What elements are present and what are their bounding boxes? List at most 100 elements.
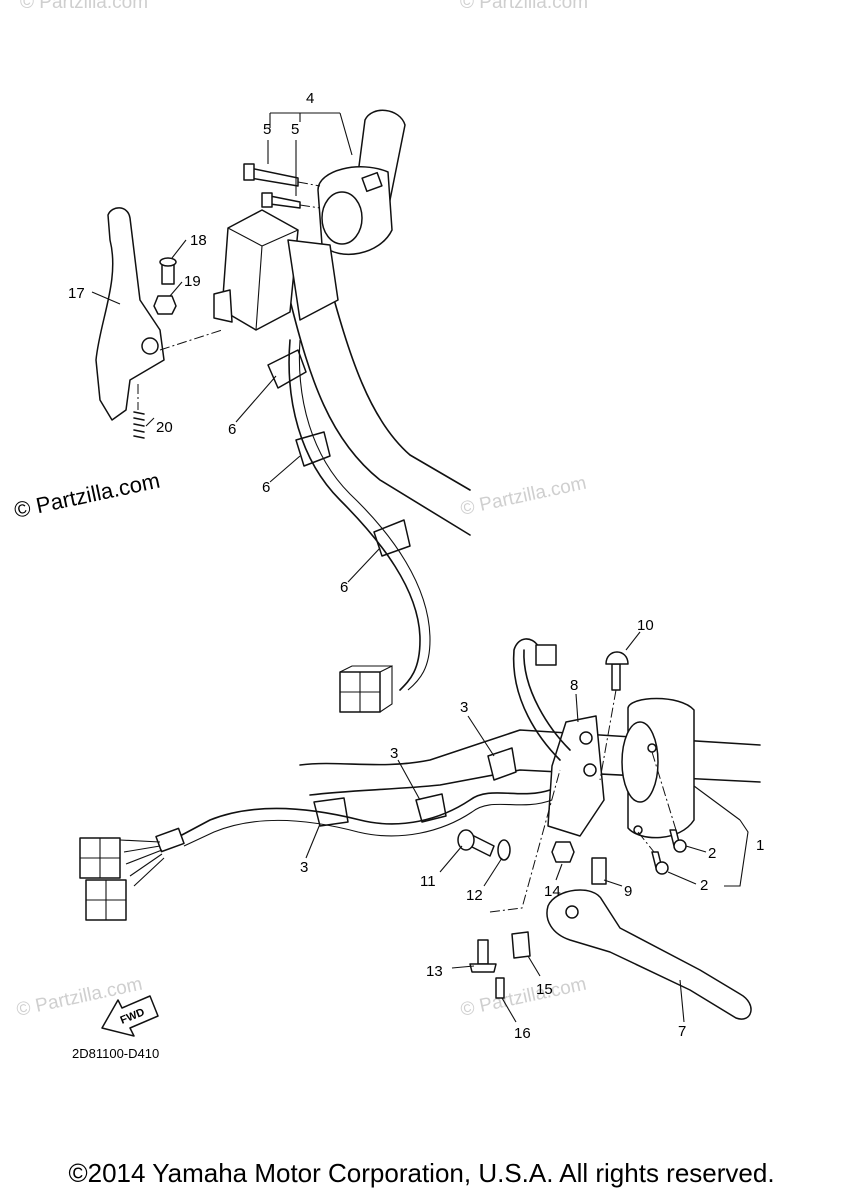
bolt-11-head <box>457 829 475 851</box>
cable-clamp-6a <box>267 349 307 389</box>
connector-upper <box>339 665 393 713</box>
lever-bracket-tab <box>213 289 233 323</box>
drawing-code: 2D81100-D410 <box>72 1046 159 1061</box>
nut-14 <box>551 841 575 863</box>
screw-5b <box>269 195 301 209</box>
leader-2b <box>667 871 697 885</box>
wire-harness-lower-edge <box>183 799 553 847</box>
leader-12 <box>483 857 503 887</box>
connector-lower-a <box>79 837 121 879</box>
leader-6a <box>235 375 277 423</box>
leader-3c <box>305 823 321 859</box>
upper-assembly <box>95 109 471 713</box>
handlebar-tube-upper-edge <box>325 269 471 491</box>
clutch-lever-17 <box>95 207 165 421</box>
nut-19 <box>153 295 177 315</box>
collar-9 <box>591 857 607 885</box>
brake-switch-wire <box>512 638 561 761</box>
screw-5b-axis <box>299 204 321 209</box>
connector-lower-b <box>85 879 127 921</box>
callout-7: 7 <box>678 1023 686 1040</box>
brake-lever-pivot <box>565 905 579 919</box>
cable-clamp-6b <box>295 431 331 467</box>
handlebar-tube-upper <box>289 299 471 536</box>
callout-6b: 6 <box>262 479 270 496</box>
callout-16: 16 <box>514 1025 531 1042</box>
watermark-mid-right: © Partzilla.com <box>459 473 589 520</box>
leader-17 <box>91 291 121 305</box>
callout-20: 20 <box>156 419 173 436</box>
leader-3b <box>397 759 421 801</box>
callout-5a: 5 <box>263 121 271 138</box>
leader-10 <box>625 631 641 651</box>
wire-harness-upper <box>288 339 421 691</box>
watermark-primary: © Partzilla.com <box>12 468 162 523</box>
brake-switch-wire-b <box>523 649 571 751</box>
leader-7 <box>679 979 685 1023</box>
screw-5a <box>249 167 299 187</box>
leader-15 <box>527 955 541 977</box>
spring-20 <box>133 411 145 439</box>
screw-2b-axis <box>637 831 655 853</box>
switch-housing-bore <box>321 191 363 245</box>
switch-housing-right-bore <box>621 721 659 803</box>
wire-harness-lower <box>179 789 551 837</box>
callout-14: 14 <box>544 883 561 900</box>
lever-axis <box>159 329 223 351</box>
callout-2a: 2 <box>708 845 716 862</box>
bolt-13-head <box>469 963 497 973</box>
cable-clamp-3a <box>487 747 517 781</box>
watermark-bottom-right: © Partzilla.com <box>459 974 589 1021</box>
screw-2a-head <box>673 839 687 853</box>
callout-19: 19 <box>184 273 201 290</box>
bolt-10-head <box>605 651 629 665</box>
lower-assembly: FWD <box>79 638 761 1037</box>
master-cylinder-port-b <box>583 763 597 777</box>
switch-button <box>361 171 383 193</box>
leader-13 <box>451 965 475 969</box>
handlebar-tube-lower <box>299 729 761 766</box>
callout-5b: 5 <box>291 121 299 138</box>
callout-1: 1 <box>756 837 764 854</box>
callout-3a: 3 <box>460 699 468 716</box>
callout-4: 4 <box>306 90 314 107</box>
leader-2a <box>685 845 707 853</box>
master-cylinder-port <box>579 731 593 745</box>
callout-6a: 6 <box>228 421 236 438</box>
callout-9: 9 <box>624 883 632 900</box>
lever-pivot-hole <box>141 337 159 355</box>
wire-harness-upper-edge <box>298 339 431 691</box>
copyright-footer: ©2014 Yamaha Motor Corporation, U.S.A. A… <box>68 1158 775 1188</box>
leader-18 <box>171 239 187 259</box>
screw-2b-head <box>655 861 669 875</box>
screw-2a-axis <box>651 751 677 831</box>
fwd-arrow-icon: FWD <box>101 995 159 1037</box>
lever-bracket-clamp <box>287 239 339 321</box>
brake-lever-7 <box>546 889 752 1020</box>
cable-clamp-3c <box>313 797 349 827</box>
leader-9 <box>603 879 623 887</box>
leader-16 <box>501 997 517 1023</box>
screw-16 <box>495 977 505 999</box>
callout-17: 17 <box>68 285 85 302</box>
pivot-axis <box>489 769 561 913</box>
callout-8: 8 <box>570 677 578 694</box>
leader-19 <box>169 281 183 297</box>
switch-housing-screw-hole-a <box>647 743 657 753</box>
wire-sleeve <box>155 827 185 853</box>
leader-6c <box>347 547 381 583</box>
leader-3a <box>467 715 495 757</box>
leader-11 <box>439 845 463 873</box>
callout-3c: 3 <box>300 859 308 876</box>
brake-switch-15 <box>511 931 531 959</box>
callout-15: 15 <box>536 981 553 998</box>
callout-10: 10 <box>637 617 654 634</box>
brake-switch-plug <box>535 644 557 666</box>
leader-6b <box>269 455 301 483</box>
leader-8 <box>575 693 579 723</box>
leader-4 <box>269 112 353 156</box>
lever-bracket-detail <box>227 227 299 331</box>
watermark-top-right: © Partzilla.com <box>460 0 588 13</box>
leader-14 <box>555 863 563 881</box>
